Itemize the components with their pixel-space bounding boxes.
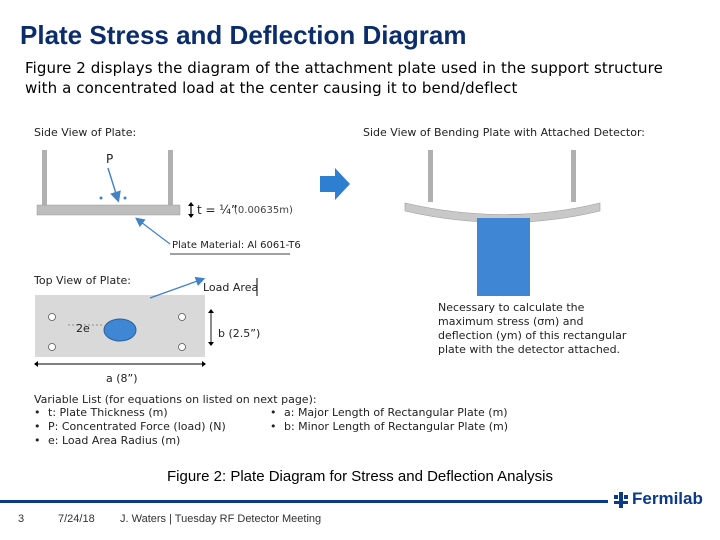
variable-item: •b: Minor Length of Rectangular Plate (m… [270,420,509,433]
material-pointer [135,217,171,245]
page-number: 3 [18,513,25,525]
side-view-label: Side View of Plate: [34,126,137,139]
thickness-label: t = ¼” [197,203,238,217]
bending-view-label: Side View of Bending Plate with Attached… [363,126,646,139]
top-view-label: Top View of Plate: [34,274,131,287]
load-arrow [107,167,121,203]
variable-list-heading: Variable List (for equations on listed o… [34,393,317,406]
variable-item: •P: Concentrated Force (load) (N) [34,420,226,433]
variable-item: •e: Load Area Radius (m) [34,434,181,447]
stress-note: Necessary to calculate the maximum stres… [438,301,627,356]
load-label: P [106,152,114,166]
detector [477,218,530,296]
transition-arrow [320,168,350,200]
variable-item: •a: Major Length of Rectangular Plate (m… [270,406,508,419]
page-title: Plate Stress and Deflection Diagram [20,20,467,50]
diameter-label: 2e [76,322,90,335]
load-area [103,318,137,342]
fermilab-logo-icon [614,492,628,508]
top-view-plate [35,295,205,357]
thickness-metric: (0.00635m) [234,205,293,216]
figure-caption: Figure 2: Plate Diagram for Stress and D… [166,468,553,485]
fermilab-logo: Fermilab [614,489,703,509]
width-label: b (2.5”) [218,327,261,340]
material-label: Plate Material: Al 6061-T6 [172,240,301,251]
side-view-plate [36,150,181,216]
footer-text: J. Waters | Tuesday RF Detector Meeting [120,513,322,525]
footer-date: 7/24/18 [58,513,95,525]
load-area-label: Load Area [203,281,259,294]
intro-paragraph: Figure 2 displays the diagram of the att… [25,59,663,97]
bending-plate [404,150,601,223]
footer-rule [0,500,608,503]
logo-text: Fermilab [632,489,703,508]
length-label: a (8”) [106,372,138,385]
load-area-pointer [149,276,206,299]
variable-item: •t: Plate Thickness (m) [34,406,168,419]
